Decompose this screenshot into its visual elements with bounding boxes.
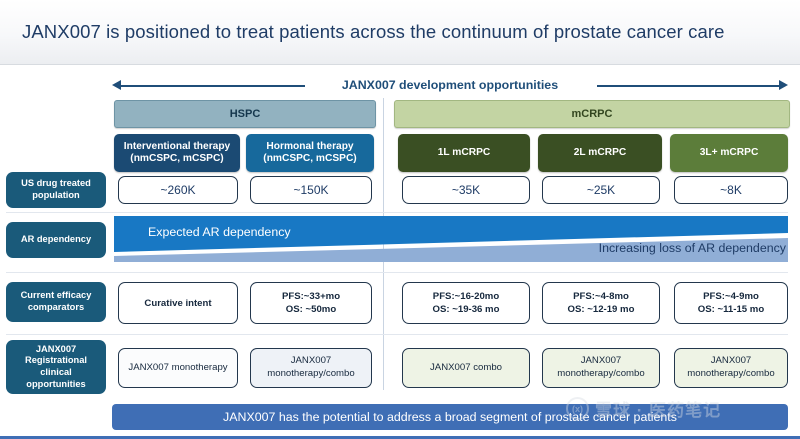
population-value: ~8K — [720, 183, 742, 197]
row-label-current-efficacy-comparators: Current efficacy comparators — [6, 282, 106, 322]
registrational-box-hormonal: JANX007 monotherapy/combo — [250, 348, 372, 388]
registrational-line1: JANX007 — [580, 355, 622, 367]
row-label-line2: comparators — [27, 302, 85, 312]
row-separator-3 — [6, 334, 788, 335]
column-header-line1: 1L mCRPC — [437, 146, 491, 158]
registrational-line1: JANX007 — [710, 355, 752, 367]
arrow-right-head-icon — [779, 80, 788, 90]
arrow-right-line — [597, 85, 780, 87]
title-divider — [0, 64, 800, 65]
ar-dependency-wedge-graphic — [114, 216, 788, 262]
efficacy-line2: OS: ~12-19 mo — [567, 304, 635, 315]
column-header-line2: (nmCSPC, mCSPC) — [263, 153, 357, 164]
row-label-line4: opportunities — [26, 378, 86, 389]
row-label-line1: Current efficacy — [20, 290, 92, 301]
column-header-3l-mcrpc: 3L+ mCRPC — [670, 134, 788, 172]
row-label-line2: population — [32, 190, 80, 200]
column-header-line1: Hormonal therapy — [266, 140, 354, 152]
registrational-line1: JANX007 — [290, 355, 332, 367]
efficacy-box-interventional: Curative intent — [118, 282, 238, 324]
bottom-banner-text: JANX007 has the potential to address a b… — [223, 410, 677, 424]
population-value-hormonal: ~150K — [250, 176, 372, 204]
row-label-us-drug-treated-population: US drug treated population — [6, 172, 106, 208]
ar-dependency-right-label: Increasing loss of AR dependency — [598, 241, 786, 255]
efficacy-box-2l-mcrpc: PFS:~4-8mo OS: ~12-19 mo — [542, 282, 660, 324]
bottom-banner: JANX007 has the potential to address a b… — [112, 404, 788, 430]
population-value-interventional: ~260K — [118, 176, 238, 204]
registrational-box-1l-mcrpc: JANX007 combo — [402, 348, 530, 388]
registrational-box-2l-mcrpc: JANX007 monotherapy/combo — [542, 348, 660, 388]
development-opportunities-arrow: JANX007 development opportunities — [112, 76, 788, 96]
column-header-hormonal-therapy: Hormonal therapy (nmCSPC, mCSPC) — [246, 134, 374, 172]
efficacy-line1: PFS:~16-20mo — [432, 291, 500, 302]
arrow-label: JANX007 development opportunities — [341, 78, 559, 92]
population-value: ~25K — [586, 183, 616, 197]
column-header-line1: Interventional therapy — [123, 140, 231, 152]
efficacy-line1: PFS:~4-8mo — [573, 291, 629, 302]
column-header-2l-mcrpc: 2L mCRPC — [538, 134, 662, 172]
row-label-line2: Registrational — [25, 355, 87, 366]
row-separator-1 — [6, 212, 788, 213]
registrational-box-3l-mcrpc: JANX007 monotherapy/combo — [674, 348, 788, 388]
row-label-line1: AR dependency — [20, 234, 92, 245]
population-value-1l-mcrpc: ~35K — [402, 176, 530, 204]
population-value-3l-mcrpc: ~8K — [674, 176, 788, 204]
column-header-line2: (nmCSPC, mCSPC) — [130, 153, 224, 164]
slide-title-bar: JANX007 is positioned to treat patients … — [0, 0, 800, 64]
registrational-line2: monotherapy/combo — [267, 368, 355, 379]
registrational-line2: monotherapy/combo — [687, 368, 775, 379]
population-value: ~150K — [293, 183, 329, 197]
arrow-left-line — [120, 85, 305, 87]
efficacy-box-1l-mcrpc: PFS:~16-20mo OS: ~19-36 mo — [402, 282, 530, 324]
segment-header-mcrpc-label: mCRPC — [571, 108, 613, 120]
segment-header-hspc-label: HSPC — [229, 108, 261, 120]
registrational-line1: JANX007 monotherapy — [128, 361, 228, 373]
row-label-line3: clinical — [40, 367, 72, 377]
bottom-accent-rule — [0, 436, 800, 439]
ar-dependency-wedge: Expected AR dependency Increasing loss o… — [114, 216, 788, 262]
row-label-ar-dependency: AR dependency — [6, 222, 106, 258]
row-label-line1: JANX007 — [35, 343, 77, 354]
efficacy-line1: PFS:~33+mo — [281, 291, 341, 302]
population-value: ~35K — [451, 183, 481, 197]
registrational-line2: monotherapy/combo — [557, 368, 645, 379]
page-title: JANX007 is positioned to treat patients … — [22, 21, 725, 42]
efficacy-box-3l-mcrpc: PFS:~4-9mo OS: ~11-15 mo — [674, 282, 788, 324]
column-header-line1: 2L mCRPC — [573, 146, 627, 158]
segment-header-mcrpc: mCRPC — [394, 100, 790, 128]
row-separator-2 — [6, 272, 788, 273]
efficacy-line1: Curative intent — [144, 297, 212, 309]
column-header-line1: 3L+ mCRPC — [699, 146, 759, 158]
efficacy-box-hormonal: PFS:~33+mo OS: ~50mo — [250, 282, 372, 324]
registrational-box-interventional: JANX007 monotherapy — [118, 348, 238, 388]
row-label-line1: US drug treated — [21, 178, 91, 189]
ar-dependency-left-label: Expected AR dependency — [148, 225, 291, 239]
population-value-2l-mcrpc: ~25K — [542, 176, 660, 204]
efficacy-line2: OS: ~11-15 mo — [697, 304, 765, 315]
efficacy-line2: OS: ~19-36 mo — [432, 304, 500, 315]
column-header-1l-mcrpc: 1L mCRPC — [398, 134, 530, 172]
population-value: ~260K — [160, 183, 196, 197]
segment-header-hspc: HSPC — [114, 100, 376, 128]
column-header-interventional-therapy: Interventional therapy (nmCSPC, mCSPC) — [114, 134, 240, 172]
row-label-registrational-opportunities: JANX007 Registrational clinical opportun… — [6, 340, 106, 394]
arrow-left-head-icon — [112, 80, 121, 90]
efficacy-line1: PFS:~4-9mo — [703, 291, 759, 302]
registrational-line1: JANX007 combo — [430, 361, 502, 373]
efficacy-line2: OS: ~50mo — [285, 304, 337, 315]
